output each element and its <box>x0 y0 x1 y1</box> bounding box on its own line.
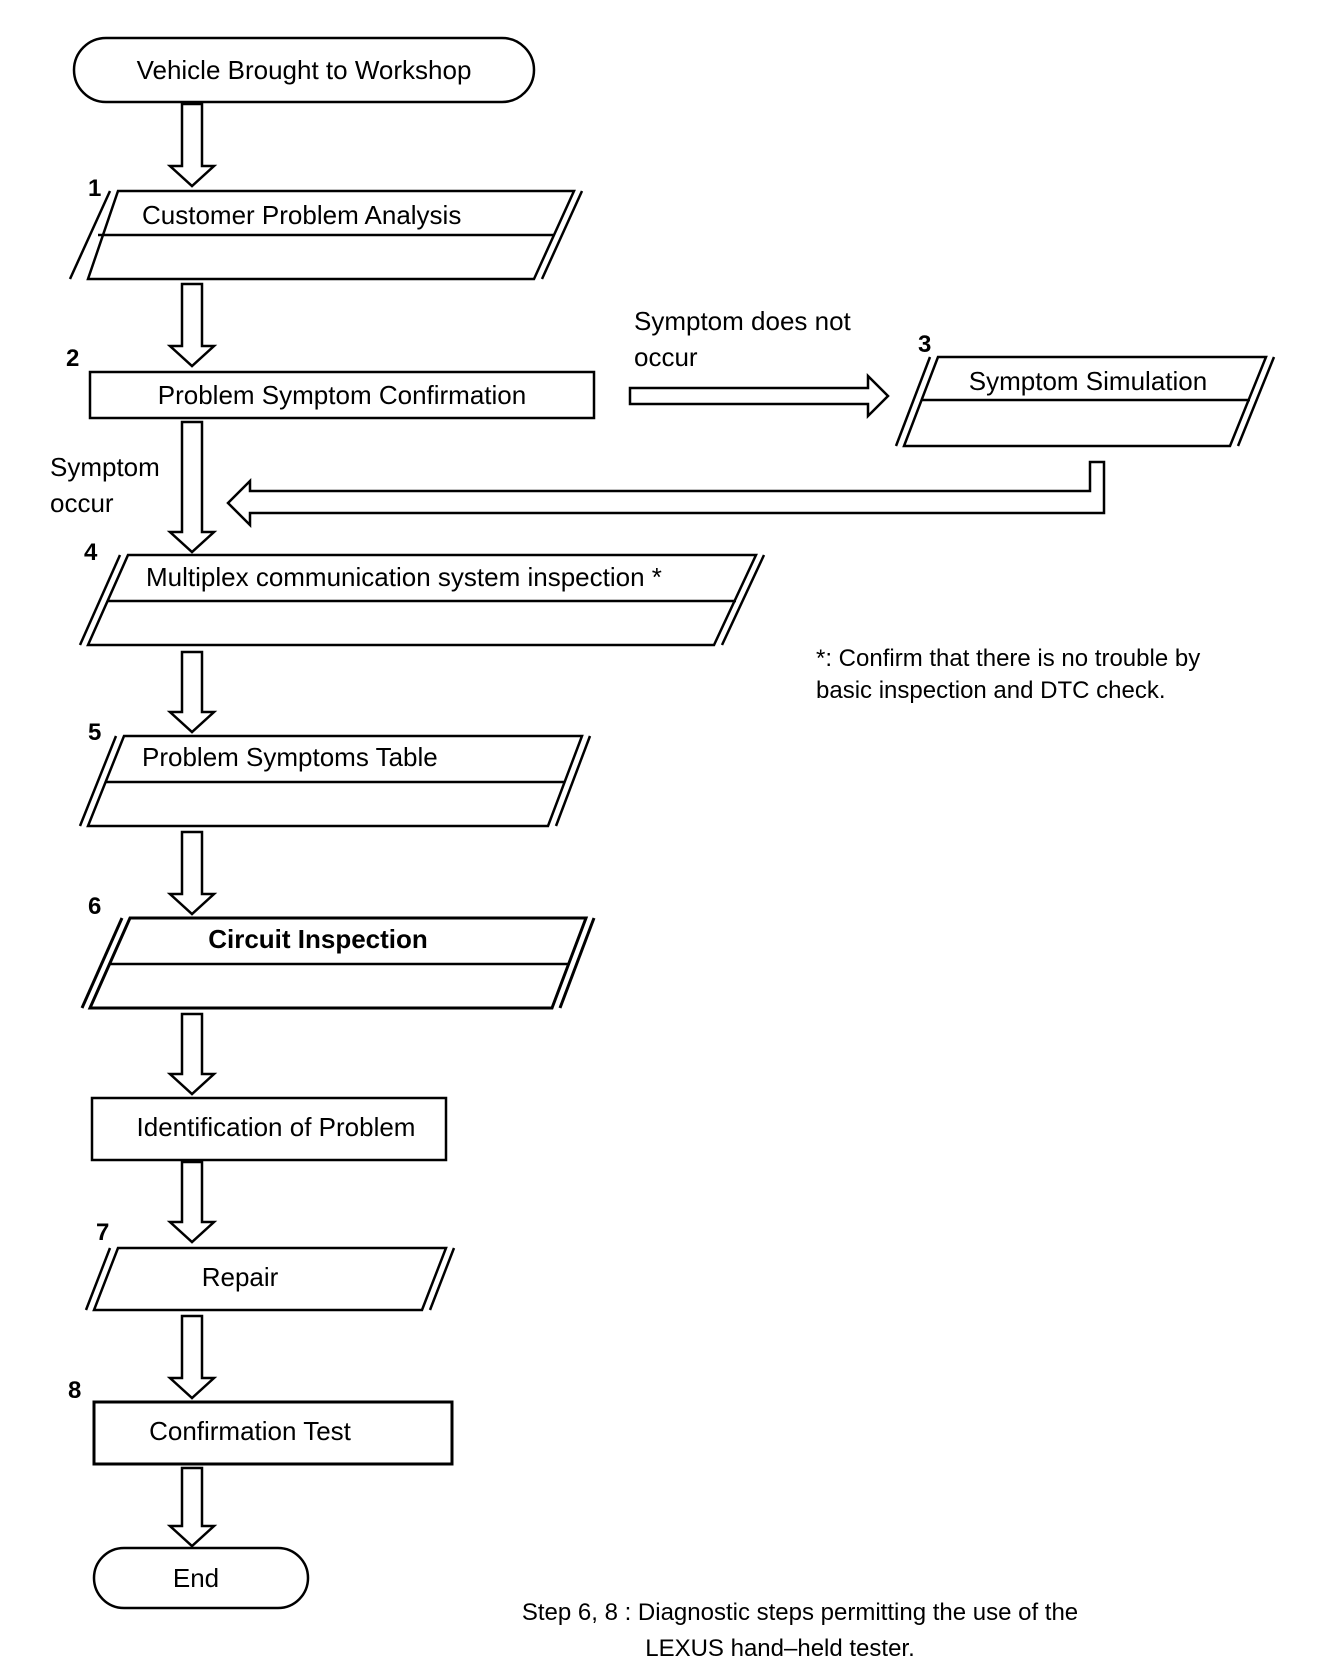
step-2-label: Problem Symptom Confirmation <box>158 380 526 410</box>
arrow-step1-to-step2 <box>166 282 218 368</box>
step-7-number: 7 <box>96 1219 109 1246</box>
step-3-edge <box>894 356 932 447</box>
branch-not-occur: Symptom does not occur <box>628 306 890 420</box>
start-terminal: Vehicle Brought to Workshop <box>72 36 536 104</box>
step-2: 2 Problem Symptom Confirmation <box>66 345 596 420</box>
step-6-edge <box>80 917 124 1009</box>
step-3: 3 Symptom Simulation <box>894 331 1276 448</box>
branch-occur-line2: occur <box>50 488 114 518</box>
arrow-step2-to-step4 <box>166 420 218 554</box>
step-2-number: 2 <box>66 345 79 372</box>
step-4-label: Multiplex communication system inspectio… <box>146 562 662 592</box>
step-8-shape <box>92 1400 454 1466</box>
step-6: 6 Circuit Inspection <box>80 893 596 1010</box>
tester-note-line1: Step 6, 8 : Diagnostic steps permitting … <box>522 1599 1078 1626</box>
step-6-edge-right <box>558 917 596 1009</box>
branch-not-occur-line2: occur <box>634 342 698 372</box>
tester-note-line2: LEXUS hand–held tester. <box>645 1635 915 1662</box>
step-3-label: Symptom Simulation <box>969 366 1207 396</box>
step-5-edge <box>78 735 118 827</box>
arrow-identification-to-step7 <box>166 1160 218 1244</box>
step-5-number: 5 <box>88 719 101 746</box>
step-1: 1 Customer Problem Analysis <box>68 175 584 281</box>
step-4-edge <box>78 554 122 646</box>
arrow-step5-to-step6 <box>166 830 218 916</box>
arrow-step3-return <box>226 460 1106 529</box>
step-7: 7 Repair <box>84 1219 456 1312</box>
step-5-edge-right <box>554 735 592 827</box>
end-terminal: End <box>92 1546 310 1610</box>
end-terminal-shape <box>92 1546 310 1610</box>
identification-of-problem: Identification of Problem <box>90 1096 448 1162</box>
step-7-edge-right <box>428 1247 456 1311</box>
step-1-edge <box>68 190 112 280</box>
asterisk-note-line2: basic inspection and DTC check. <box>816 677 1166 704</box>
step-7-shape <box>92 1246 448 1312</box>
step-8-number: 8 <box>68 1377 81 1404</box>
step-7-label: Repair <box>202 1262 279 1292</box>
step-1-number: 1 <box>88 175 101 202</box>
step-1-edge-right <box>540 190 584 280</box>
step-5-label: Problem Symptoms Table <box>142 742 438 772</box>
arrow-step7-to-step8 <box>166 1314 218 1400</box>
step-3-shape <box>902 355 1268 448</box>
step-4: 4 Multiplex communication system inspect… <box>78 539 766 647</box>
tester-note: Step 6, 8 : Diagnostic steps permitting … <box>522 1599 1078 1662</box>
step-3-number: 3 <box>918 331 931 358</box>
step-4-number: 4 <box>84 539 98 566</box>
branch-not-occur-line1: Symptom does not <box>634 306 852 336</box>
asterisk-note-line1: *: Confirm that there is no trouble by <box>816 645 1200 672</box>
identification-shape <box>90 1096 448 1162</box>
identification-label: Identification of Problem <box>137 1112 416 1142</box>
start-terminal-label: Vehicle Brought to Workshop <box>137 55 472 85</box>
step-3-edge-right <box>1236 356 1276 447</box>
step-6-number: 6 <box>88 893 101 920</box>
branch-occur-line1: Symptom <box>50 452 160 482</box>
arrow-step2-to-step3 <box>628 372 890 420</box>
arrow-step8-to-end <box>166 1466 218 1548</box>
arrow-step4-to-step5 <box>166 650 218 734</box>
step-8: 8 Confirmation Test <box>68 1377 454 1466</box>
step-4-edge-right <box>720 554 766 646</box>
arrow-step6-to-identification <box>166 1012 218 1096</box>
arrow-start-to-step1 <box>166 102 218 188</box>
step-2-shape <box>88 370 596 420</box>
step-1-label: Customer Problem Analysis <box>142 200 461 230</box>
step-7-edge <box>84 1247 112 1311</box>
end-terminal-label: End <box>173 1563 219 1593</box>
asterisk-note: *: Confirm that there is no trouble by b… <box>816 645 1200 704</box>
step-6-label: Circuit Inspection <box>208 924 428 954</box>
step-8-label: Confirmation Test <box>149 1416 352 1446</box>
step-5: 5 Problem Symptoms Table <box>78 719 592 828</box>
start-terminal-shape <box>72 36 536 104</box>
branch-occur: Symptom occur <box>50 452 160 518</box>
